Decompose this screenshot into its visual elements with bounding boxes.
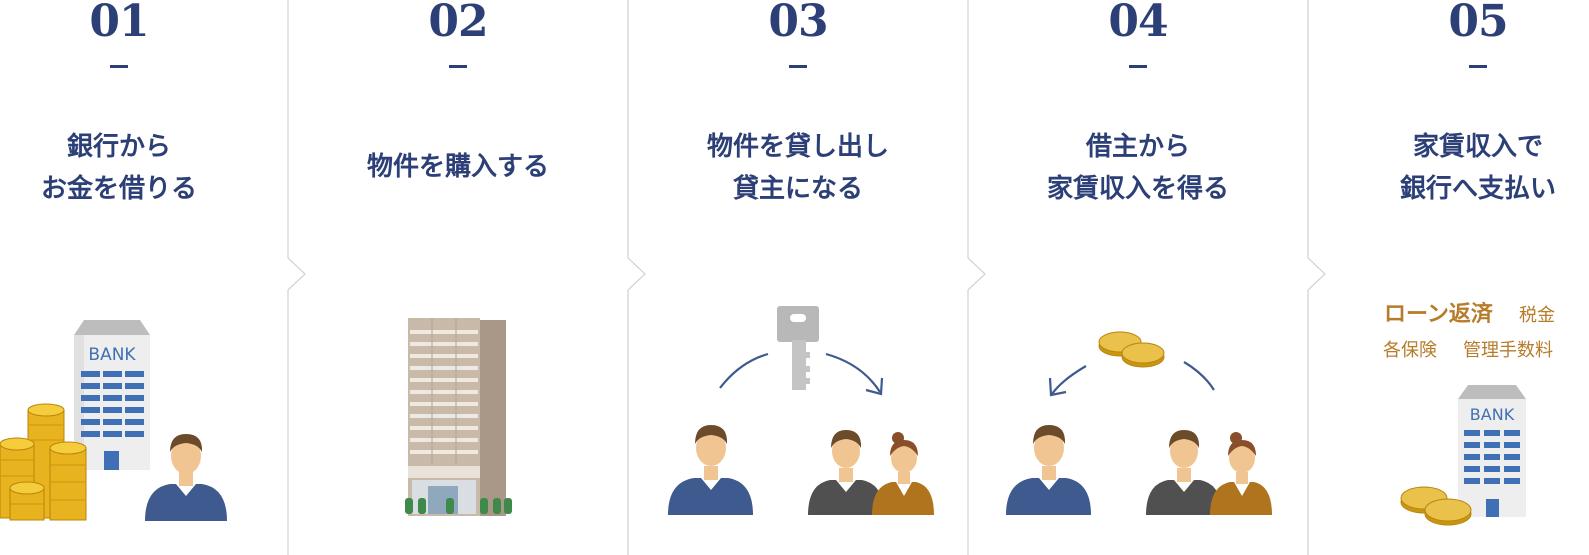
step-number: 02 bbox=[428, 0, 488, 47]
step-title: 借主から 家賃収入を得る bbox=[1046, 132, 1229, 204]
step-number: 01 bbox=[89, 0, 149, 47]
key-icon bbox=[777, 306, 819, 390]
step-number: 05 bbox=[1448, 0, 1508, 47]
management-fee-label: 管理手数料 bbox=[1463, 340, 1553, 361]
step-1: 01 銀行から お金を借りる bbox=[0, 0, 238, 555]
step-5: 05 家賃収入で 銀行へ支払い bbox=[1328, 0, 1589, 555]
step-dash bbox=[110, 65, 128, 68]
step-dash bbox=[789, 65, 807, 68]
step-dash bbox=[1469, 65, 1487, 68]
loan-repayment-label: ローン返済 bbox=[1384, 302, 1493, 327]
key-tenants-icon bbox=[668, 306, 934, 515]
bank-money-icon: BANK bbox=[0, 320, 227, 521]
step-number: 04 bbox=[1108, 0, 1168, 47]
insurance-label: 各保険 bbox=[1383, 340, 1437, 361]
tax-label: 税金 bbox=[1519, 305, 1555, 326]
step-title: 銀行から お金を借りる bbox=[40, 132, 197, 204]
step-dash bbox=[1129, 65, 1147, 68]
step-dash bbox=[449, 65, 467, 68]
coins-icon bbox=[1098, 331, 1165, 368]
step-4: 04 借主から 家賃収入を得る bbox=[988, 0, 1288, 555]
bank-label: BANK bbox=[1470, 405, 1515, 424]
step-2: 02 物件を購入する bbox=[308, 0, 608, 555]
step-title: 物件を貸し出し 貸主になる bbox=[706, 132, 889, 204]
step-3: 03 物件を貸し出し 貸主になる bbox=[648, 0, 948, 555]
building-icon bbox=[405, 318, 512, 516]
rent-income-icon bbox=[1006, 331, 1272, 515]
step-title: 家賃収入で 銀行へ支払い bbox=[1399, 132, 1556, 204]
step-number: 03 bbox=[768, 0, 828, 47]
bank-label: BANK bbox=[88, 345, 136, 365]
step-title: 物件を購入する bbox=[366, 152, 549, 182]
coins-icon bbox=[1400, 486, 1472, 526]
